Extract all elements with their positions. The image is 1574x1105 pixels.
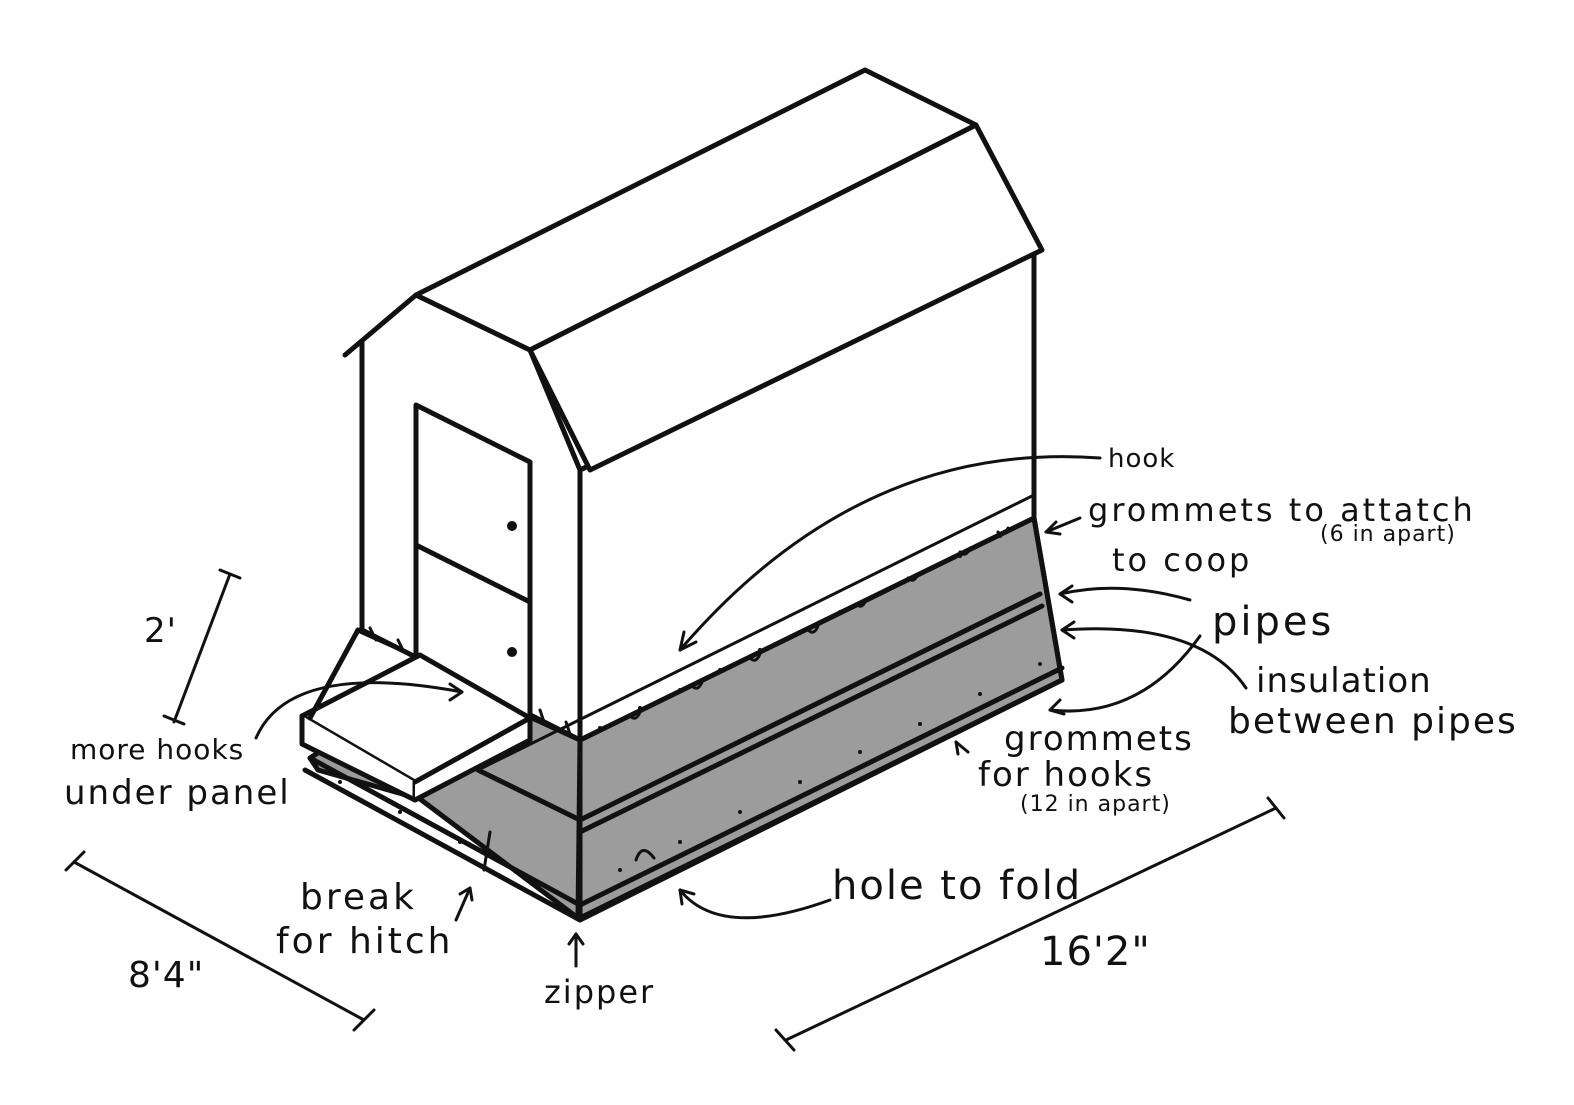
- dimension-length: 16'2": [1040, 929, 1151, 975]
- coop-roof: [413, 67, 1045, 473]
- label-grommets-attach-spacing: (6 in apart): [1320, 522, 1456, 547]
- hooks: [368, 526, 1010, 872]
- label-break-line2: for hitch: [276, 921, 454, 962]
- dimension-width: 8'4": [128, 955, 205, 996]
- label-hook: hook: [1108, 444, 1176, 474]
- grommet-dots: [338, 534, 1042, 874]
- label-grommets-attach: grommets to attatch: [1088, 491, 1476, 529]
- step-panel: [299, 652, 533, 803]
- label-break: break: [300, 877, 417, 918]
- label-more-hooks: more hooks: [70, 733, 245, 766]
- leader-arrows: [254, 455, 1248, 968]
- label-grommets-attach-line2: to coop: [1112, 541, 1253, 579]
- label-insulation-line2: between pipes: [1228, 701, 1518, 742]
- dimension-lines: [64, 568, 1286, 1052]
- label-hole-to-fold: hole to fold: [832, 863, 1083, 909]
- label-more-hooks-line2: under panel: [64, 773, 291, 813]
- label-zipper: zipper: [544, 973, 656, 1011]
- label-grommets-hooks: grommets: [1004, 719, 1194, 759]
- label-insulation: insulation: [1256, 661, 1432, 701]
- base-pipes: [302, 493, 1065, 923]
- label-grommets-hooks-line2: for hooks: [978, 755, 1155, 795]
- label-grommets-hooks-spacing: (12 in apart): [1020, 792, 1171, 817]
- label-pipes: pipes: [1212, 599, 1335, 645]
- dimension-height: 2': [144, 611, 177, 651]
